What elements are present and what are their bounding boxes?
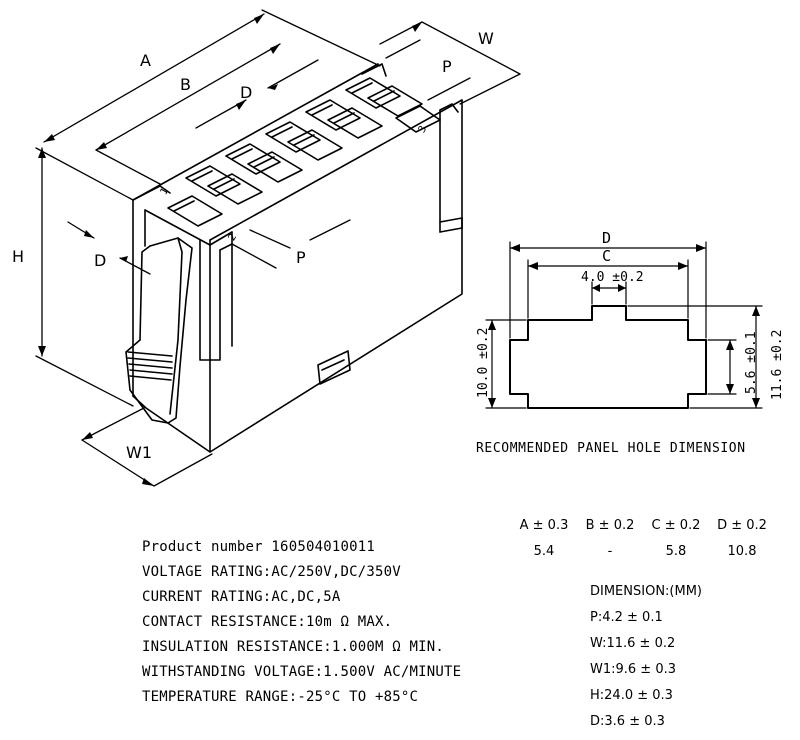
dimension-title: DIMENSION:(MM) bbox=[590, 584, 702, 599]
dimension-W1: W1:9.6 ± 0.3 bbox=[590, 662, 677, 677]
connector-dimensions bbox=[35, 9, 521, 487]
tolerance-header-B: B ± 0.2 bbox=[585, 518, 635, 533]
spec-current: CURRENT RATING:AC,DC,5A bbox=[142, 589, 341, 605]
tolerance-header-A: A ± 0.3 bbox=[519, 518, 569, 533]
panel-dim-5-6: 5.6 ±0.1 bbox=[744, 331, 759, 394]
label-P-top: P bbox=[442, 57, 452, 76]
panel-hole-caption: RECOMMENDED PANEL HOLE DIMENSION bbox=[476, 441, 746, 456]
dimension-P: P:4.2 ± 0.1 bbox=[590, 610, 663, 625]
pin-number-3: 3 bbox=[417, 124, 430, 135]
cavity-grid bbox=[167, 77, 441, 227]
label-P-bottom: P bbox=[296, 248, 306, 267]
panel-label-D: D bbox=[602, 229, 611, 247]
dimension-D: D:3.6 ± 0.3 bbox=[590, 714, 665, 729]
label-H: H bbox=[12, 247, 24, 266]
spec-withstanding-voltage: WITHSTANDING VOLTAGE:1.500V AC/MINUTE bbox=[142, 664, 462, 680]
spec-insulation-resistance: INSULATION RESISTANCE:1.000M Ω MIN. bbox=[142, 639, 445, 655]
panel-dim-4: 4.0 ±0.2 bbox=[581, 270, 644, 285]
panel-dim-11-6: 11.6 ±0.2 bbox=[770, 330, 785, 400]
tolerance-value-D: 10.8 bbox=[727, 544, 757, 559]
label-W: W bbox=[478, 29, 494, 48]
arrow-heads bbox=[38, 14, 760, 486]
panel-dim-10: 10.0 ±0.2 bbox=[476, 328, 491, 398]
tolerance-value-C: 5.8 bbox=[665, 544, 687, 559]
tolerance-value-B: - bbox=[607, 544, 613, 559]
panel-hole-outline bbox=[509, 305, 707, 409]
tolerance-header-C: C ± 0.2 bbox=[651, 518, 701, 533]
spec-product-number: Product number 160504010011 bbox=[142, 539, 375, 555]
pin-number-1: 1 bbox=[159, 186, 172, 197]
dimension-H: H:24.0 ± 0.3 bbox=[590, 688, 673, 703]
label-W1: W1 bbox=[126, 443, 152, 462]
tolerance-header-D: D ± 0.2 bbox=[717, 518, 767, 533]
label-D-left: D bbox=[94, 251, 106, 270]
pin-number-2: 2 bbox=[227, 232, 240, 243]
panel-label-C: C bbox=[602, 247, 611, 265]
spec-voltage: VOLTAGE RATING:AC/250V,DC/350V bbox=[142, 564, 401, 580]
tolerance-value-A: 5.4 bbox=[533, 544, 555, 559]
dimension-W: W:11.6 ± 0.2 bbox=[590, 636, 676, 651]
label-B: B bbox=[180, 75, 191, 94]
spec-temperature-range: TEMPERATURE RANGE:-25°C TO +85°C bbox=[142, 689, 419, 705]
label-D-top: D bbox=[240, 83, 252, 102]
connector-housing bbox=[125, 63, 463, 453]
label-A: A bbox=[140, 51, 151, 70]
spec-contact-resistance: CONTACT RESISTANCE:10m Ω MAX. bbox=[142, 614, 393, 630]
